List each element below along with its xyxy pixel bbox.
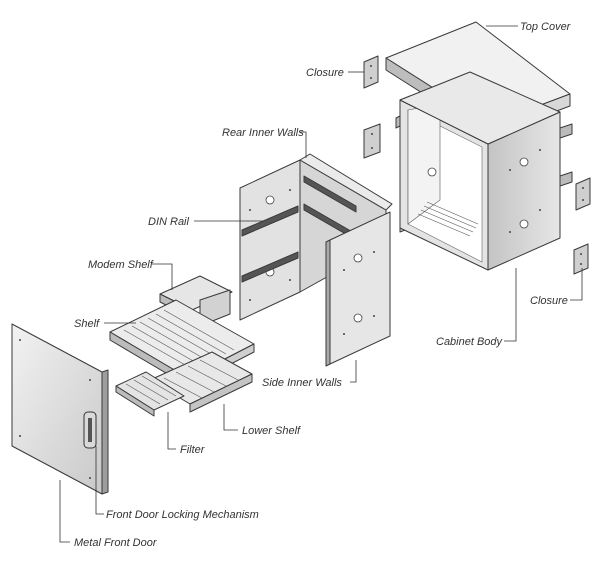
label-front-door-locking: Front Door Locking Mechanism [106,509,259,521]
floor-vent [417,201,479,237]
label-cabinet-body: Cabinet Body [436,336,504,348]
label-din-rail: DIN Rail [148,216,190,228]
label-rear-inner-walls: Rear Inner Walls [222,127,304,139]
cabinet-body [395,71,573,271]
closure-right-upper [575,177,591,211]
side-inner-walls [325,211,391,367]
closure-mid [363,123,381,159]
label-lower-shelf: Lower Shelf [242,425,301,437]
label-top-cover: Top Cover [520,21,572,33]
din-rail [241,175,357,283]
closure-right-lower [573,243,589,275]
label-filter: Filter [180,444,206,456]
label-side-inner-walls: Side Inner Walls [262,377,342,389]
closure-top [363,55,379,89]
door-locking-mechanism [83,411,97,449]
label-shelf: Shelf [74,318,100,330]
leader-lines [59,25,583,543]
label-modem-shelf: Modem Shelf [88,259,154,271]
label-closure-right: Closure [530,295,568,307]
shelf-vents [123,309,235,371]
label-metal-front-door: Metal Front Door [74,537,158,549]
metal-front-door [11,323,109,495]
filter [115,371,185,417]
label-closure-top: Closure [306,67,344,79]
